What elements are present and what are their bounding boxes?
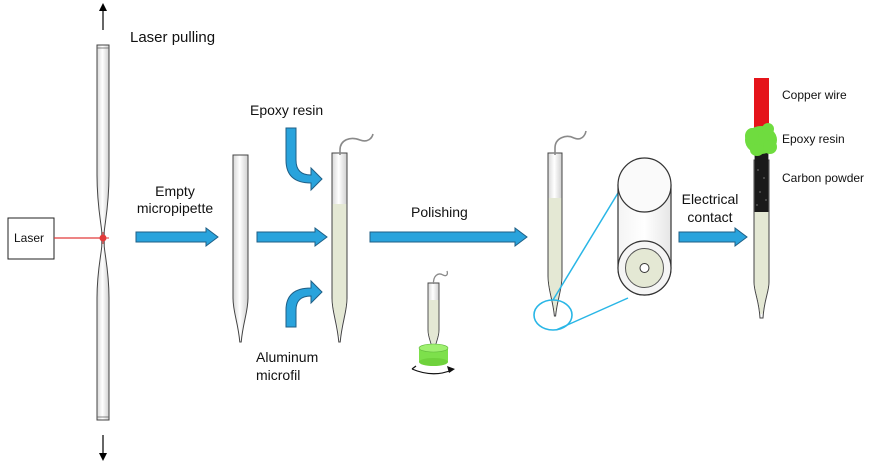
epoxy-resin-label: Epoxy resin: [250, 102, 324, 118]
epoxy-resin-small-label: Epoxy resin: [782, 132, 845, 146]
laser-pulling-stage: [7, 3, 110, 461]
zoom-callout: [533, 157, 672, 331]
process-arrow-icon: [369, 227, 528, 247]
polishing-label: Polishing: [411, 204, 468, 220]
final-electrode: [745, 78, 777, 319]
pull-arrow-up-icon: [99, 3, 107, 11]
curved-arrow-icon: [285, 279, 323, 328]
aluminum-microfil-wire: [339, 133, 374, 155]
copper-wire: [754, 78, 769, 136]
rotation-arrow-icon: [411, 365, 455, 375]
filled-micropipette: [331, 133, 374, 343]
polishing-setup: [411, 270, 455, 375]
electrical-contact-label: Electrical contact: [681, 191, 739, 225]
laser-spot-icon: [97, 232, 109, 244]
carbon-powder-label: Carbon powder: [782, 171, 865, 185]
pull-arrow-down-icon: [99, 453, 107, 461]
laser-pulling-label: Laser pulling: [130, 29, 216, 46]
resin-fill: [332, 204, 347, 336]
carbon-powder: [754, 152, 769, 212]
curved-arrow-icon: [285, 127, 323, 192]
aluminum-microfil-label: Aluminum microfil: [256, 349, 319, 383]
laser-box: [7, 217, 55, 260]
process-arrow-icon: [678, 227, 748, 247]
empty-micropipette: [232, 154, 249, 343]
copper-wire-label: Copper wire: [782, 88, 847, 102]
empty-micropipette-label: Empty micropipette: [136, 183, 214, 216]
polished-electrode: [547, 130, 587, 317]
process-arrow-icon: [256, 227, 328, 247]
process-arrow-icon: [135, 227, 219, 247]
laser-label: Laser: [14, 231, 45, 245]
epoxy-blob: [745, 123, 777, 156]
